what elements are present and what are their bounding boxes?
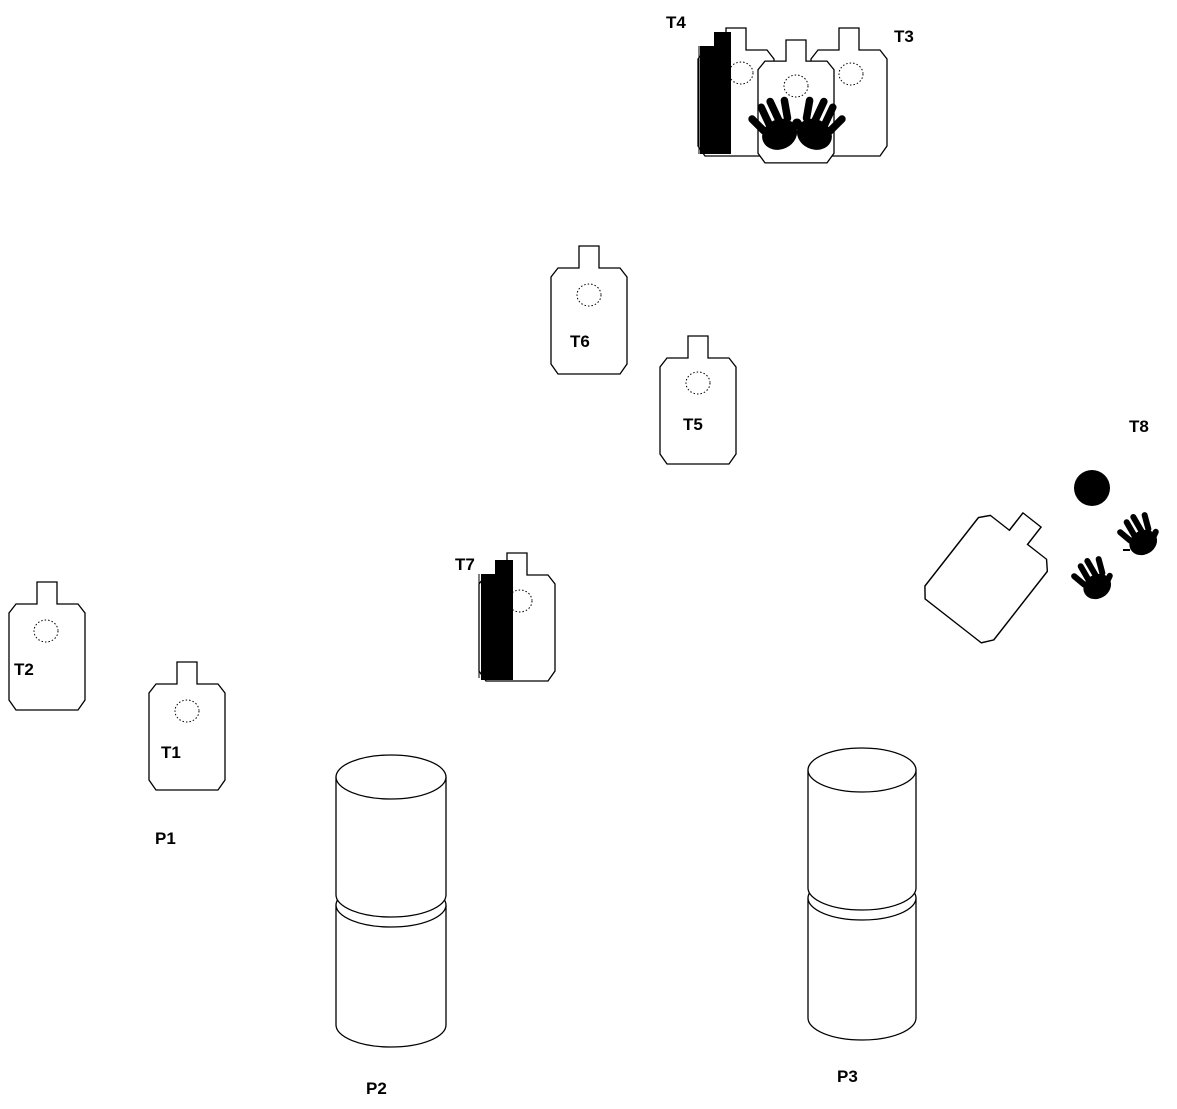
label-t6: T6 (570, 332, 590, 351)
barrier-t4 (698, 32, 731, 154)
target-t1 (148, 661, 226, 791)
target-t2 (8, 581, 86, 711)
label-t4: T4 (666, 13, 686, 32)
label-t3: T3 (894, 27, 914, 46)
label-t8: T8 (1129, 417, 1149, 436)
label-p3: P3 (837, 1067, 858, 1086)
target-t8 (918, 470, 1167, 649)
label-p2: P2 (366, 1079, 387, 1098)
barrel-p3 (807, 747, 917, 1041)
target-t6 (550, 245, 628, 375)
label-t1: T1 (161, 743, 181, 762)
barrier-t7 (478, 560, 513, 680)
label-t5: T5 (683, 415, 703, 434)
label-t7: T7 (455, 555, 475, 574)
hands-icon (1066, 506, 1167, 607)
no-shoot-target-center (742, 39, 852, 164)
label-p1: P1 (155, 829, 176, 848)
barrel-p2 (335, 754, 447, 1048)
label-t2: T2 (14, 660, 34, 679)
head-icon (1074, 470, 1110, 506)
target-t5 (659, 335, 737, 465)
target-t3 (810, 27, 888, 157)
